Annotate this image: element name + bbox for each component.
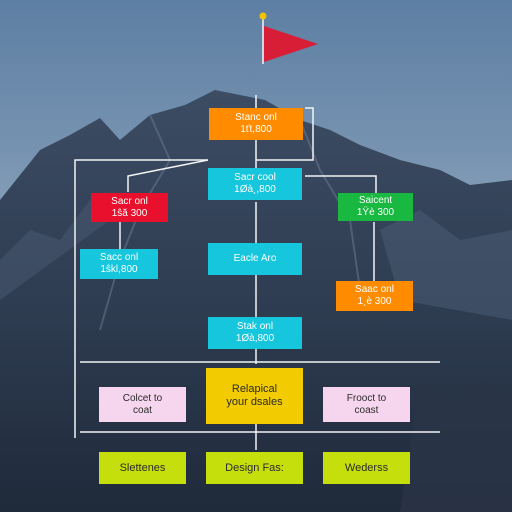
node-mid-cyan-line1: Eacle Aro: [233, 253, 277, 264]
node-left-red-line2: 1ŝă 300: [111, 207, 148, 219]
node-mid-cyan: Eacle Aro: [208, 243, 302, 275]
node-yellow-center: Relapical your dsales: [206, 368, 303, 424]
node-center-line2: 1Øà¸,800: [234, 184, 276, 195]
node-lower-cyan-line1: Stak onl: [236, 321, 274, 332]
node-lower-cyan: Stak onl 1Øà,800: [208, 317, 302, 349]
node-bottom-center: Design Fas:: [206, 452, 303, 484]
node-bottom-right-line1: Wederss: [344, 462, 389, 474]
node-left-red-line1: Sacr onl: [111, 195, 148, 207]
node-center: Sacr cool 1Øà¸,800: [208, 168, 302, 200]
node-bottom-left-line1: Slettenes: [119, 462, 166, 474]
node-left-pink-line2: coat: [133, 404, 152, 416]
node-bottom-left: Slettenes: [99, 452, 186, 484]
node-right-green-line2: 1Ÿè 300: [356, 207, 395, 218]
node-left-cyan-line1: Sacc onl: [99, 252, 139, 263]
node-bottom-center-line1: Design Fas:: [225, 462, 284, 474]
node-top-line2: 1ťt,800: [240, 124, 272, 135]
node-right-pink: Frooct to coast: [323, 387, 410, 422]
node-bottom-right: Wederss: [323, 452, 410, 484]
node-top-line1: Stanc onl: [235, 112, 277, 123]
node-yellow-center-line2: your dsales: [226, 396, 283, 408]
node-top: Stanc onl 1ťt,800: [209, 108, 303, 140]
node-left-cyan: Sacc onl 1ŝkl,800: [80, 249, 158, 279]
node-right-pink-line1: Frooct to: [346, 392, 387, 404]
node-center-line1: Sacr cool: [234, 172, 276, 183]
node-right-orange: Saac onl 1¸è 300: [336, 281, 413, 311]
node-left-cyan-line2: 1ŝkl,800: [100, 264, 138, 275]
node-right-orange-line2: 1¸è 300: [357, 296, 392, 307]
node-left-red: Sacr onl 1ŝă 300: [91, 193, 168, 222]
node-right-green: Saicent 1Ÿè 300: [338, 193, 413, 221]
flag-icon: [264, 26, 318, 62]
node-left-pink-line1: Colcet to: [122, 392, 163, 404]
node-lower-cyan-line2: 1Øà,800: [235, 333, 275, 344]
flag: [259, 12, 318, 64]
node-left-pink: Colcet to coat: [99, 387, 186, 422]
node-right-pink-line2: coast: [354, 404, 379, 416]
node-right-green-line1: Saicent: [358, 195, 393, 206]
node-yellow-center-line1: Relapical: [231, 383, 278, 395]
node-right-orange-line1: Saac onl: [355, 284, 394, 295]
